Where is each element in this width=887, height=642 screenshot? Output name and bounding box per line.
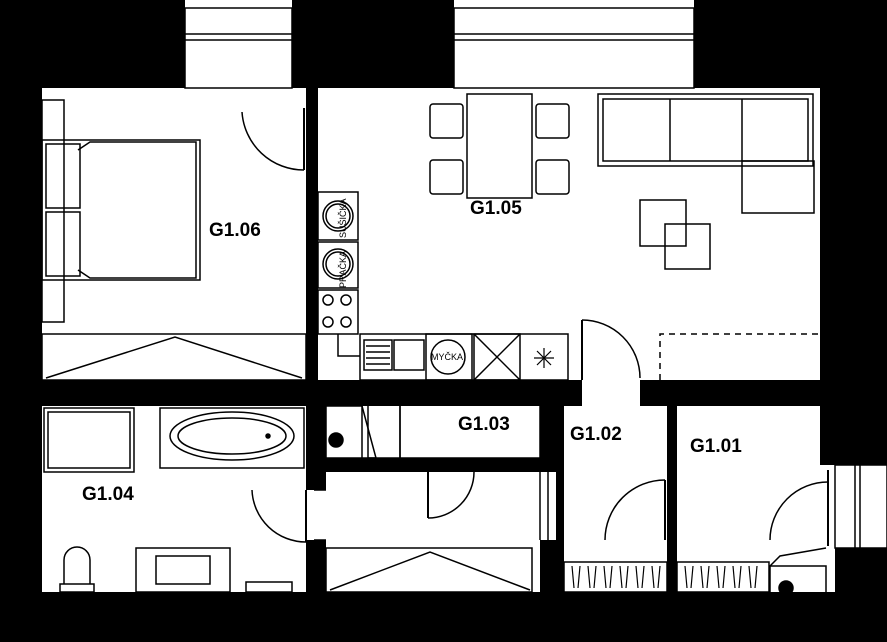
washbasin	[155, 555, 211, 585]
storage-rack	[563, 561, 668, 593]
room-label-g106: G1.06	[209, 220, 261, 241]
shower-tray	[43, 407, 135, 473]
kitchen-counter	[359, 333, 569, 381]
wardrobe-doors	[45, 336, 303, 379]
wall-middle-left	[42, 380, 582, 406]
bathroom-furniture	[43, 407, 307, 593]
dryer	[317, 191, 359, 241]
entrance-furniture	[676, 470, 829, 601]
room-label-g104: G1.04	[82, 484, 134, 505]
wall-closet-bottom	[326, 458, 556, 472]
entrance-meter	[778, 580, 794, 596]
bedroom-door-swing	[241, 111, 305, 171]
wall-g103-g102	[540, 406, 556, 472]
sofa	[597, 93, 814, 167]
boiler-niche	[325, 405, 363, 459]
window-bedroom	[184, 7, 293, 89]
counter	[359, 333, 569, 381]
windows	[184, 7, 887, 549]
washer-label: PRAČKA	[338, 251, 348, 288]
bath-shelf	[245, 581, 293, 593]
room-label-g105: G1.05	[470, 198, 522, 219]
bed	[41, 139, 201, 281]
washer	[317, 241, 359, 289]
bedroom-wardrobe	[41, 333, 307, 381]
coffee-table-1	[639, 199, 687, 247]
bathroom-door-swing	[251, 489, 307, 543]
living-furniture	[429, 93, 820, 380]
chair-3	[535, 103, 570, 139]
wall-corner-top-right	[820, 0, 887, 88]
bedroom-furniture	[41, 99, 307, 381]
corridor-door-swing	[427, 471, 475, 519]
entrance-rack	[676, 561, 770, 593]
dishwasher	[430, 339, 466, 375]
hood-icon	[534, 348, 554, 368]
sink-drainer	[363, 339, 393, 371]
bed-headboard	[41, 99, 65, 323]
room-label-g101: G1.01	[690, 436, 742, 457]
sink-basin	[393, 339, 425, 371]
boiler	[328, 432, 344, 448]
coffee-table-2	[664, 223, 711, 270]
pillow-upper	[45, 143, 81, 209]
corridor-wardrobe-doors	[329, 551, 531, 591]
living-door-swing	[581, 319, 641, 379]
chair-4	[535, 159, 570, 195]
chair-2	[429, 159, 464, 195]
rug-outline	[659, 333, 820, 380]
laundry-column	[317, 191, 360, 357]
wall-top-middle	[292, 0, 454, 88]
wall-bath-closet	[306, 406, 326, 490]
wall-g102-g101	[667, 406, 677, 592]
corridor-wardrobe	[325, 547, 533, 593]
entrance-cabinet	[769, 565, 827, 601]
dryer-label: SUŠIČKA	[338, 198, 348, 238]
wall-bedroom-living	[306, 88, 318, 388]
room-label-g102: G1.02	[570, 424, 622, 445]
wall-bath-corridor-low	[306, 540, 326, 592]
room-labels: G1.06 G1.05 G1.04 G1.03 G1.02 G1.01	[82, 198, 742, 505]
pillow-lower	[45, 211, 81, 277]
sofa-inner	[602, 98, 809, 162]
sofa-chaise	[741, 160, 815, 214]
room-label-g103: G1.03	[458, 414, 510, 435]
washbasin-cabinet	[135, 547, 231, 593]
wall-middle-right	[640, 380, 835, 406]
closet-panel-2	[399, 389, 541, 459]
window-entrance	[834, 464, 887, 549]
bathtub	[159, 407, 305, 469]
entrance-door-swing	[769, 481, 829, 541]
window-living	[453, 7, 695, 89]
dishwasher-label: MYČKA	[431, 352, 463, 362]
storage-furniture	[563, 479, 668, 593]
fridge	[473, 333, 521, 381]
storage-door-swing	[604, 479, 666, 541]
wall-g102-left	[556, 406, 564, 592]
wall-left	[0, 0, 42, 642]
wall-bottom	[0, 592, 887, 642]
chair-1	[429, 103, 464, 139]
toilet-bowl	[63, 546, 91, 584]
toilet-tank	[59, 583, 95, 593]
wall-g102-low-left	[540, 540, 556, 592]
bed-blanket	[77, 141, 197, 279]
closet-furniture	[314, 389, 549, 593]
dining-table	[466, 93, 533, 199]
